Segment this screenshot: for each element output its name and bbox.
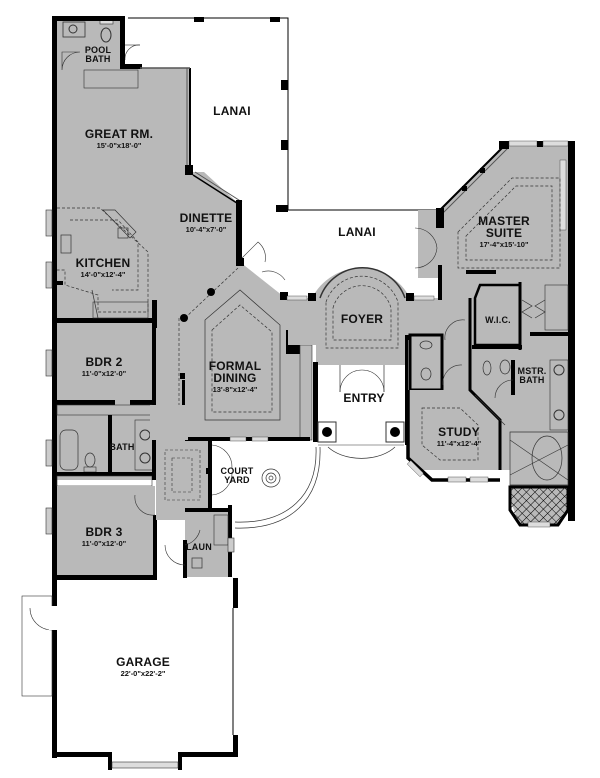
room-name: YARD [224,475,250,485]
room-name: BATH [519,375,545,385]
room-name: BDR 2 [85,355,123,369]
room-name: ENTRY [343,391,385,405]
room-dimensions: 22'-0"x22'-2" [120,669,166,678]
room-dimensions: 10'-4"x7'-0" [185,225,227,234]
room-label-wic: W.I.C. [485,316,511,325]
room-name: MASTER [478,214,530,228]
room-name: LANAI [213,104,251,118]
dining-area [178,241,313,442]
bdr3-area [52,486,157,580]
room-name: FORMAL [208,359,262,373]
left-wing [45,16,243,578]
room-dimensions: 11'-0"x12'-0" [81,369,127,378]
room-name: BDR 3 [85,525,123,539]
room-dimensions: 11'-4"x12'-4" [436,439,482,448]
garage-area [21,578,238,770]
room-name: KITCHEN [75,256,131,270]
room-label-entry: ENTRY [343,392,384,404]
room-name: DINING [213,371,257,385]
room-name: DINETTE [179,211,233,225]
room-name: MSTR. [517,366,547,376]
room-label-master-suite: MASTER SUITE 17'-4"x15'-10" [478,215,530,249]
room-label-bdr2: BDR 2 11'-0"x12'-0" [82,356,126,378]
room-name: SUITE [485,226,523,240]
room-name: LAUN [186,542,212,552]
room-dimensions: 17'-4"x15'-10" [479,240,529,249]
room-dimensions: 15'-0"x18'-0" [96,141,142,150]
room-name: GARAGE [116,655,170,669]
hall-connector [150,405,188,440]
room-label-formal-dining: FORMAL DINING 13'-8"x12'-4" [209,360,262,394]
room-name: STUDY [438,425,480,439]
room-label-dinette: DINETTE 10'-4"x7'-0" [180,212,233,234]
room-label-foyer: FOYER [341,313,383,325]
room-label-pool-bath: POOL BATH [85,46,111,64]
room-name: LANAI [338,225,376,239]
room-label-bath: BATH [109,443,134,452]
room-name: BATH [85,54,111,64]
room-label-study: STUDY 11'-4"x12'-4" [437,426,481,448]
room-name: COURT [220,466,254,476]
room-dimensions: 13'-8"x12'-4" [212,385,258,394]
room-dimensions: 11'-0"x12'-0" [81,539,127,548]
room-name: POOL [84,45,112,55]
lanai-upper-outline [128,17,289,212]
entry-area [234,365,405,529]
room-label-bdr3: BDR 3 11'-0"x12'-0" [82,526,126,548]
room-label-court-yard: COURT YARD [221,467,254,485]
room-label-laun: LAUN [186,543,212,552]
room-label-kitchen: KITCHEN 14'-0"x12'-4" [76,257,131,279]
right-wing [406,140,575,528]
room-dimensions: 14'-0"x12'-4" [80,270,126,279]
room-name: BATH [109,442,135,452]
room-name: FOYER [340,312,384,326]
hall-center [156,440,235,578]
room-label-mstr-bath: MSTR. BATH [518,367,547,385]
hall-bath [55,404,156,487]
room-label-garage: GARAGE 22'-0"x22'-2" [116,656,170,678]
room-label-lanai-upper: LANAI [213,105,251,117]
room-name: GREAT RM. [84,127,154,141]
room-label-great-room: GREAT RM. 15'-0"x18'-0" [85,128,153,150]
room-label-lanai-lower: LANAI [338,226,376,238]
room-name: W.I.C. [485,315,511,325]
